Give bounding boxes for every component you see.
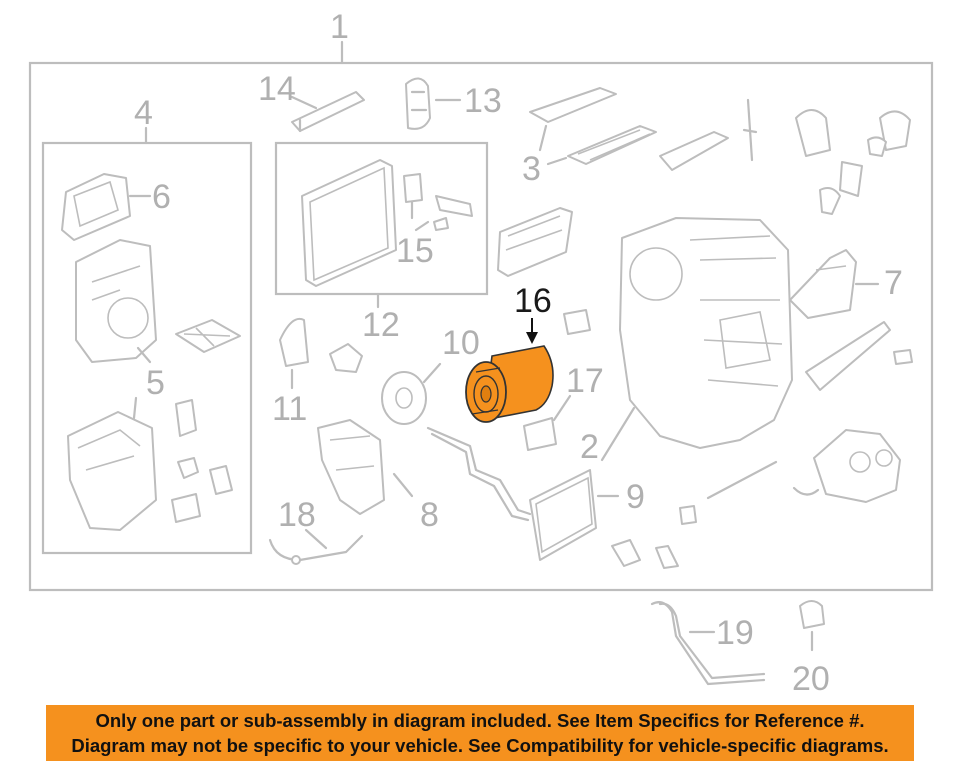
callout-13: 13 <box>464 82 502 120</box>
part-9-heater-core <box>529 469 620 561</box>
part-12-evaporator <box>301 159 473 287</box>
assembly-frame <box>28 61 934 592</box>
part-2-hvac-case <box>600 217 793 462</box>
disclaimer-banner: Only one part or sub-assembly in diagram… <box>46 705 914 761</box>
callout-12: 12 <box>362 306 400 344</box>
part-3-grilles <box>529 87 758 171</box>
part-20-grommet <box>799 600 825 652</box>
part-6-filter-cover <box>61 173 152 241</box>
cabin-filter-grille <box>497 207 591 335</box>
part-13-duct-cap <box>405 77 462 130</box>
callout-5: 5 <box>146 364 165 402</box>
part-7-actuator-bracket <box>789 249 880 319</box>
subgroup-frame-12 <box>274 141 489 296</box>
part-16-blower-motor <box>465 318 554 423</box>
part-8-case-lower <box>317 419 414 515</box>
part-19-drain-hose <box>650 601 766 686</box>
lower-small-parts <box>611 505 697 569</box>
callout-15: 15 <box>396 232 434 270</box>
disclaimer-line-2: Diagram may not be specific to your vehi… <box>71 735 889 756</box>
callout-11: 11 <box>272 390 307 428</box>
callout-9: 9 <box>626 478 645 516</box>
callout-18: 18 <box>278 496 316 534</box>
hvac-pipe <box>426 426 532 522</box>
callout-14: 14 <box>258 70 296 108</box>
callout-6: 6 <box>152 178 171 216</box>
callout-8: 8 <box>420 496 439 534</box>
callout-20: 20 <box>792 660 830 698</box>
part-14-seal-strip <box>290 91 365 133</box>
right-side-parts <box>706 321 913 503</box>
part-5-blower-housing <box>67 239 241 531</box>
callout-2: 2 <box>580 428 599 466</box>
callout-1: 1 <box>330 8 349 46</box>
part-17-resistor <box>523 394 572 451</box>
callout-4: 4 <box>134 94 153 132</box>
callout-16: 16 <box>514 282 552 320</box>
callout-10: 10 <box>442 324 480 362</box>
top-right-small-parts <box>795 109 911 215</box>
disclaimer-line-1: Only one part or sub-assembly in diagram… <box>95 710 865 731</box>
callout-19: 19 <box>716 614 754 652</box>
part-11-actuator <box>279 318 363 390</box>
part-18-sensor-wire <box>268 528 364 565</box>
part-10-fan-wheel <box>381 362 442 425</box>
callout-7: 7 <box>884 264 903 302</box>
callout-17: 17 <box>566 362 604 400</box>
callout-3: 3 <box>522 150 541 188</box>
